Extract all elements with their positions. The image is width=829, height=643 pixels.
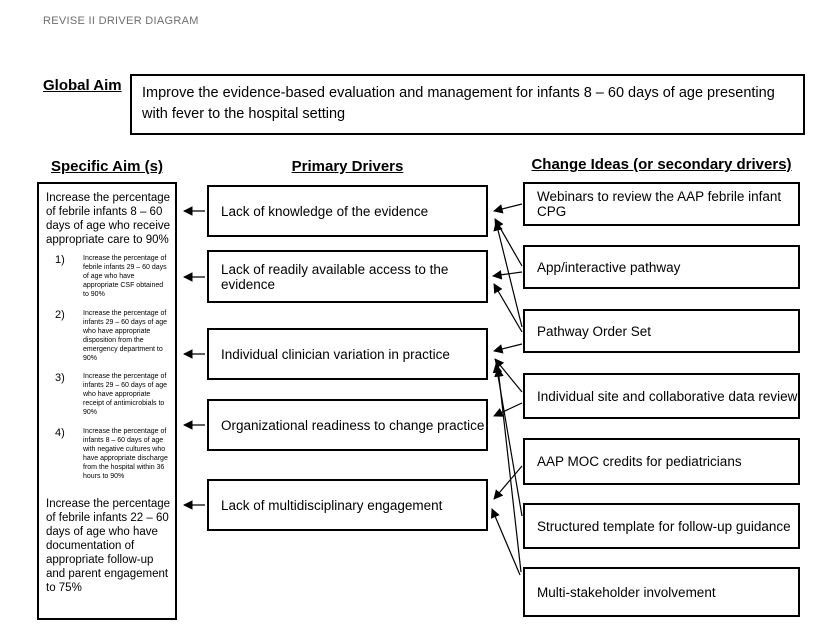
arrow-ci3-to-pd2 — [493, 283, 523, 333]
arrow-ci2-to-pd1 — [494, 218, 523, 267]
primary-driver-text: Lack of readily available access to the … — [221, 261, 449, 292]
change-idea-box-7: Multi-stakeholder involvement — [523, 567, 800, 617]
change-idea-box-2: App/interactive pathway — [523, 245, 800, 289]
primary-driver-box-4: Organizational readiness to change pract… — [207, 399, 488, 451]
change-idea-text: Pathway Order Set — [537, 323, 652, 339]
sub-aim-item: 1) Increase the percentage of febrile in… — [55, 254, 175, 299]
primary-driver-text: Individual clinician variation in practi… — [221, 346, 450, 362]
sub-aim-item: 4) Increase the percentage of infants 8 … — [55, 427, 175, 482]
primary-driver-text: Organizational readiness to change pract… — [221, 417, 485, 433]
change-idea-box-6: Structured template for follow-up guidan… — [523, 503, 800, 549]
arrow-ci7-to-pd3 — [494, 367, 522, 573]
change-idea-text: Webinars to review the AAP febrile infan… — [537, 189, 782, 219]
change-idea-text: Individual site and collaborative data r… — [537, 388, 798, 404]
sub-aim-number: 3) — [55, 372, 65, 385]
arrow-ci5-to-pd5 — [493, 465, 523, 500]
primary-driver-text: Lack of multidisciplinary engagement — [221, 497, 443, 513]
primary-driver-box-2: Lack of readily available access to the … — [207, 250, 488, 303]
change-idea-text: AAP MOC credits for pediatricians — [537, 454, 742, 469]
heading-change-ideas: Change Ideas (or secondary drivers) — [531, 156, 792, 173]
global-aim-text: Improve the evidence-based evaluation an… — [142, 85, 775, 123]
specific-aim-2: Increase the percentage of febrile infan… — [46, 498, 171, 595]
arrow-ci4-to-pd4 — [493, 402, 523, 417]
arrow-ci3-to-pd1 — [493, 221, 523, 328]
change-idea-box-1: Webinars to review the AAP febrile infan… — [523, 182, 800, 226]
change-idea-text: Structured template for follow-up guidan… — [537, 518, 791, 534]
arrow-ci6-to-pd3 — [492, 363, 523, 517]
arrow-ci3-to-pd3 — [493, 343, 523, 354]
specific-aims-box: Increase the percentage of febrile infan… — [37, 182, 177, 620]
heading-specific-aims: Specific Aim (s) — [51, 158, 163, 175]
primary-driver-box-5: Lack of multidisciplinary engagement — [207, 479, 488, 531]
primary-driver-box-3: Individual clinician variation in practi… — [207, 328, 488, 380]
specific-aim-1: Increase the percentage of febrile infan… — [46, 192, 171, 247]
heading-primary-drivers: Primary Drivers — [291, 158, 404, 175]
primary-driver-box-1: Lack of knowledge of the evidence — [207, 185, 488, 237]
sub-aim-item: 3) Increase the percentage of infants 29… — [55, 372, 175, 417]
sub-aim-text: Increase the percentage of infants 8 – 6… — [83, 427, 168, 481]
arrow-ci1-to-pd1 — [493, 203, 523, 214]
sub-aim-number: 4) — [55, 426, 65, 439]
sub-aim-text: Increase the percentage of febrile infan… — [83, 255, 167, 299]
sub-aim-text: Increase the percentage of infants 29 – … — [83, 373, 168, 417]
global-aim-label: Global Aim — [43, 77, 122, 94]
page-title: REVISE II DRIVER DIAGRAM — [43, 15, 199, 27]
change-idea-box-3: Pathway Order Set — [523, 309, 800, 353]
global-aim-box: Improve the evidence-based evaluation an… — [130, 74, 805, 135]
arrow-ci4-to-pd3 — [494, 358, 523, 393]
sub-aim-text: Increase the percentage of infants 29 – … — [83, 309, 168, 362]
sub-aim-item: 2) Increase the percentage of infants 29… — [55, 309, 175, 364]
change-idea-box-4: Individual site and collaborative data r… — [523, 373, 800, 419]
primary-driver-text: Lack of knowledge of the evidence — [221, 203, 429, 219]
arrow-ci2-to-pd2 — [492, 270, 523, 280]
change-idea-box-5: AAP MOC credits for pediatricians — [523, 438, 800, 485]
sub-aim-number: 1) — [55, 254, 65, 267]
arrow-ci7-to-pd5 — [490, 508, 521, 576]
sub-aim-number: 2) — [55, 308, 65, 321]
change-idea-text: Multi-stakeholder involvement — [537, 584, 716, 600]
change-idea-text: App/interactive pathway — [537, 259, 681, 275]
